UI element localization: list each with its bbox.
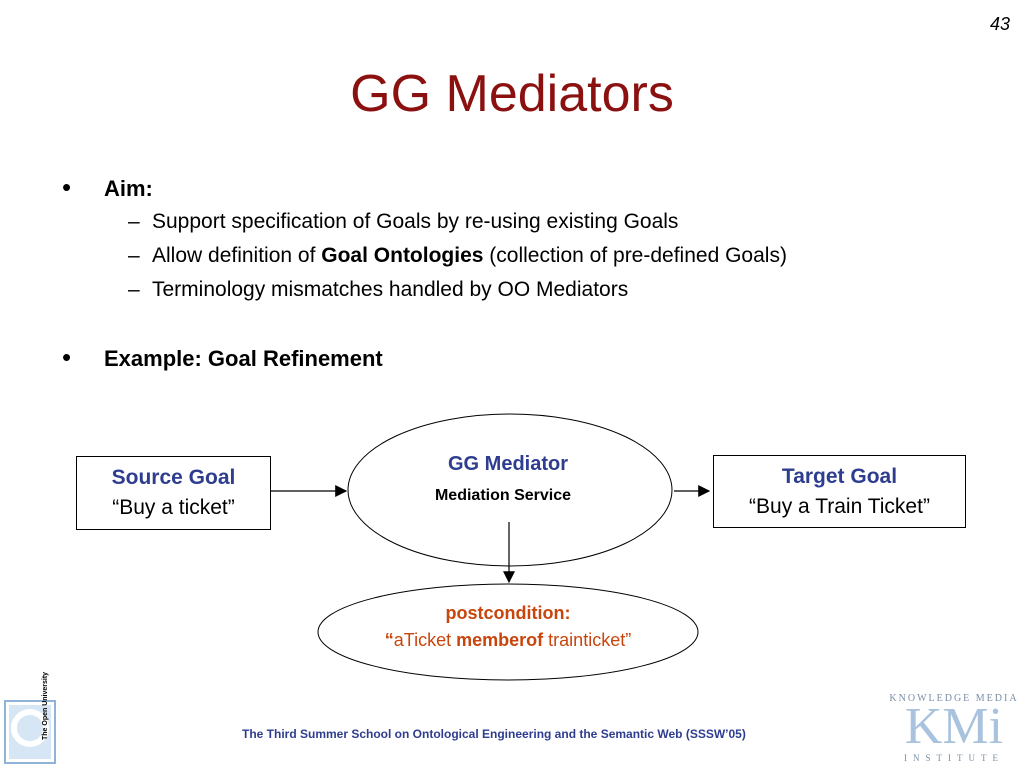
- dash: –: [128, 278, 140, 301]
- mediator-ellipse: [347, 413, 673, 567]
- dash: –: [128, 244, 140, 267]
- slide-title: GG Mediators: [350, 65, 674, 123]
- footer-text: The Third Summer School on Ontological E…: [242, 727, 746, 741]
- kmi-top-text: KNOWLEDGE MEDIA: [889, 693, 1019, 704]
- page-number: 43: [989, 14, 1010, 34]
- sub-bullet-1-text: Support specification of Goals by re-usi…: [152, 210, 679, 233]
- postcondition-expression: “aTicket memberof trainticket”: [318, 630, 698, 651]
- sub-bullet-3: –Terminology mismatches handled by OO Me…: [128, 278, 628, 302]
- kmi-logo-icon: KMi: [904, 698, 1004, 755]
- source-goal-label: Source Goal: [111, 466, 236, 489]
- sub-bullet-1: –Support specification of Goals by re-us…: [128, 210, 678, 234]
- sub-bullet-2-pre: Allow definition of: [152, 244, 322, 267]
- sub-bullet-2-post: (collection of pre-defined Goals): [483, 244, 787, 267]
- sub-bullet-3-text: Terminology mismatches handled by OO Med…: [152, 278, 629, 301]
- mediation-service-label: Mediation Service: [434, 487, 572, 504]
- post-bold: memberof: [456, 630, 544, 650]
- sub-bullet-2-bold: Goal Ontologies: [321, 244, 484, 267]
- post-part1: aTicket: [393, 630, 457, 650]
- bullet-example: Example: Goal Refinement: [104, 346, 383, 371]
- bullet-aim: Aim:: [104, 176, 153, 201]
- postcondition-ellipse: [317, 583, 699, 681]
- open-university-text: The Open University: [42, 671, 49, 740]
- target-goal-box: Target Goal “Buy a Train Ticket”: [713, 455, 966, 528]
- post-quote-open: “: [384, 630, 394, 650]
- mediator-label: GG Mediator: [447, 453, 568, 475]
- postcondition-label: postcondition:: [445, 603, 571, 623]
- target-goal-quote: “Buy a Train Ticket”: [749, 495, 930, 518]
- bullet-dot-example: •: [62, 342, 72, 372]
- open-university-logo-icon: [4, 700, 56, 764]
- source-goal-box: Source Goal “Buy a ticket”: [76, 456, 271, 530]
- post-part2: trainticket”: [543, 630, 632, 650]
- sub-bullet-2: –Allow definition of Goal Ontologies (co…: [128, 244, 787, 268]
- bullet-dot-aim: •: [62, 172, 72, 202]
- source-goal-quote: “Buy a ticket”: [112, 496, 235, 519]
- target-goal-label: Target Goal: [781, 465, 898, 488]
- kmi-bottom-text: INSTITUTE: [904, 753, 1004, 763]
- dash: –: [128, 210, 140, 233]
